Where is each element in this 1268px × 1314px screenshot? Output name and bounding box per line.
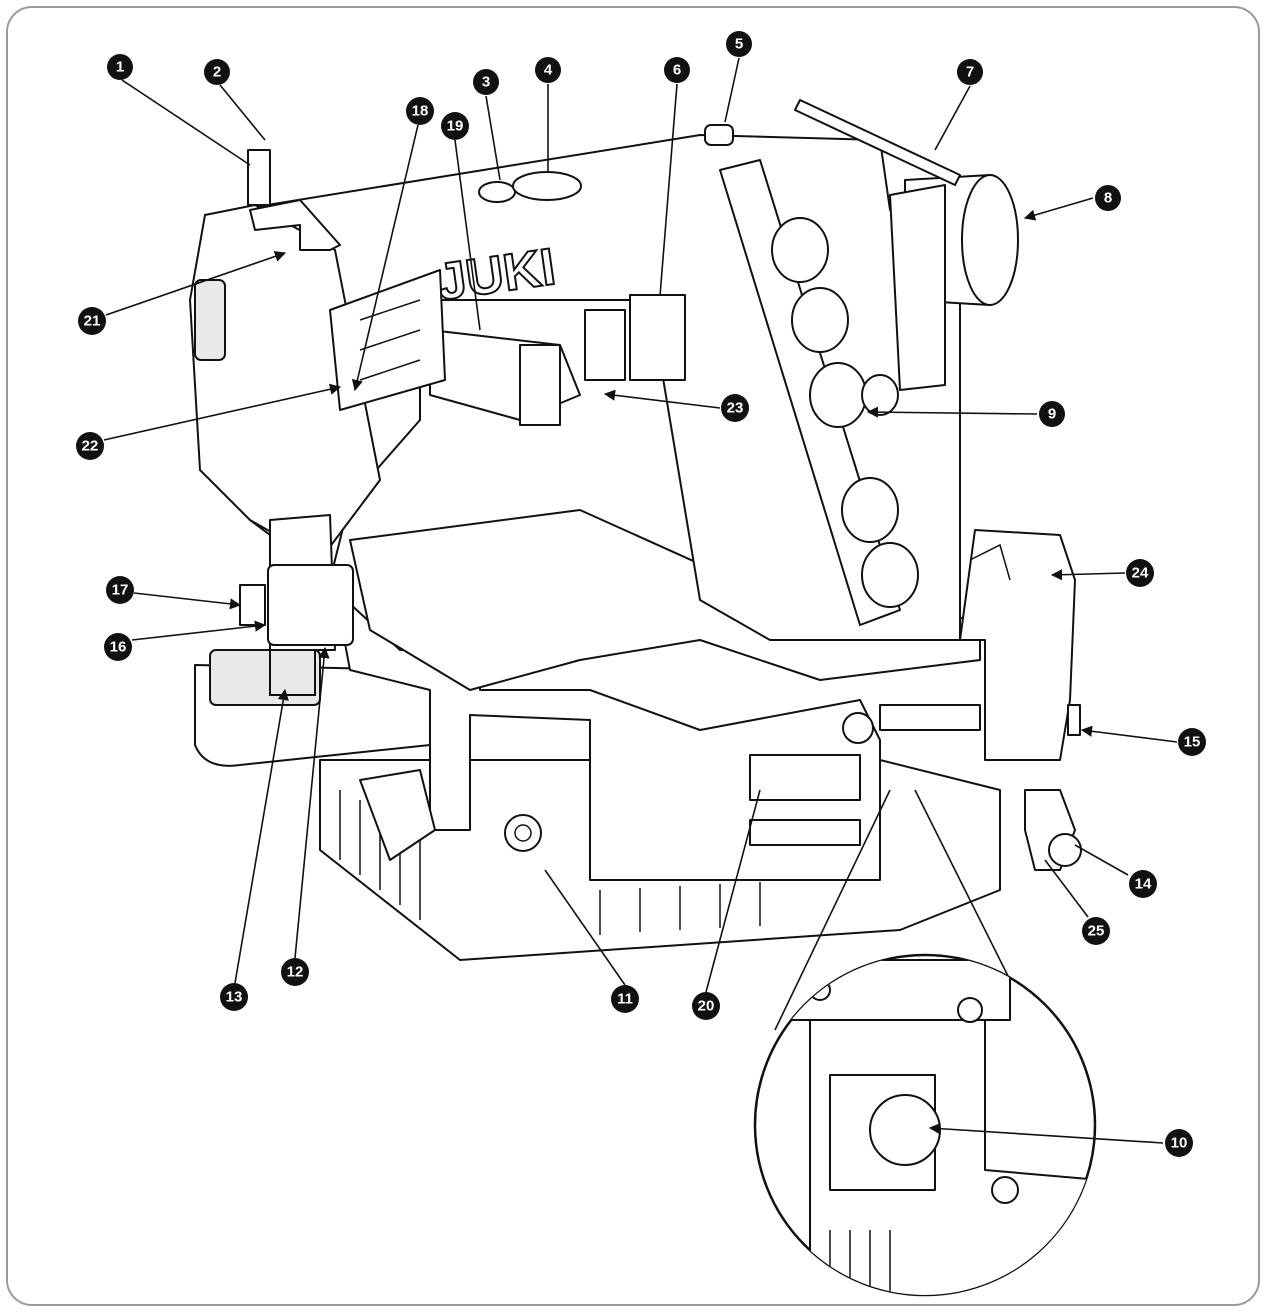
callout-badge: 15 <box>1178 728 1206 756</box>
callout-label: 16 <box>110 639 127 656</box>
callout-badge: 5 <box>726 31 752 57</box>
callout-badge: 9 <box>1039 401 1065 427</box>
callout-label: 3 <box>482 74 490 91</box>
callout-badge: 20 <box>692 992 720 1020</box>
callout-label: 10 <box>1171 1135 1188 1152</box>
callout-label: 5 <box>735 36 743 53</box>
callout-label: 6 <box>673 62 681 79</box>
callout-label: 15 <box>1184 734 1201 751</box>
callout-badge: 12 <box>281 958 309 986</box>
callout-label: 25 <box>1088 923 1105 940</box>
callout-label: 8 <box>1104 190 1112 207</box>
callout-label: 17 <box>112 582 129 599</box>
callout-label: 11 <box>617 991 633 1008</box>
callout-badge: 11 <box>611 985 639 1013</box>
callout-label: 7 <box>966 64 974 81</box>
callout-label: 1 <box>116 59 124 76</box>
callout-badge: 22 <box>76 432 104 460</box>
leader-lines <box>103 57 1178 1144</box>
callout-label: 24 <box>1132 565 1149 582</box>
callout-badge: 13 <box>220 983 248 1011</box>
callout-label: 23 <box>727 400 744 417</box>
callout-label: 12 <box>287 964 304 981</box>
callout-badge: 21 <box>78 307 106 335</box>
tension-spools <box>771 217 919 608</box>
callout-badge: 6 <box>664 57 690 83</box>
callout-label: 4 <box>544 62 553 79</box>
oil-gauge-10 <box>869 1094 941 1166</box>
callout-label: 2 <box>213 64 221 81</box>
top-knob-5 <box>704 124 734 146</box>
callout-label: 14 <box>1135 876 1152 893</box>
callout-badge: 19 <box>441 112 469 140</box>
callout-label: 9 <box>1048 406 1056 423</box>
callout-badge: 1 <box>107 54 133 80</box>
callout-badge: 14 <box>1129 870 1157 898</box>
callout-badge: 25 <box>1082 917 1110 945</box>
callout-label: 20 <box>698 998 715 1015</box>
callout-label: 18 <box>412 103 429 120</box>
callout-badge: 8 <box>1095 185 1121 211</box>
callout-label: 19 <box>447 118 464 135</box>
callout-badge: 2 <box>204 59 230 85</box>
callout-label: 13 <box>226 989 243 1006</box>
callouts: 1 2 3 4 5 6 7 8 9 10 11 12 13 14 15 16 1… <box>76 31 1206 1157</box>
callout-badge: 7 <box>957 59 983 85</box>
callout-badge: 4 <box>535 57 561 83</box>
detail-zoom <box>753 789 1097 1297</box>
machine-body: JUKI <box>189 99 1082 961</box>
finger-guard <box>267 564 354 646</box>
pulley-cover <box>959 529 1076 761</box>
callout-badge: 17 <box>106 576 134 604</box>
oil-window <box>512 171 582 201</box>
top-knob-3 <box>478 181 516 203</box>
callout-badge: 10 <box>1165 1129 1193 1157</box>
callout-badge: 23 <box>721 394 749 422</box>
callout-badge: 3 <box>473 69 499 95</box>
callout-badge: 16 <box>104 633 132 661</box>
callout-label: 21 <box>84 313 101 330</box>
callout-badge: 18 <box>406 97 434 125</box>
callout-badge: 24 <box>1126 559 1154 587</box>
callout-label: 22 <box>82 438 99 455</box>
